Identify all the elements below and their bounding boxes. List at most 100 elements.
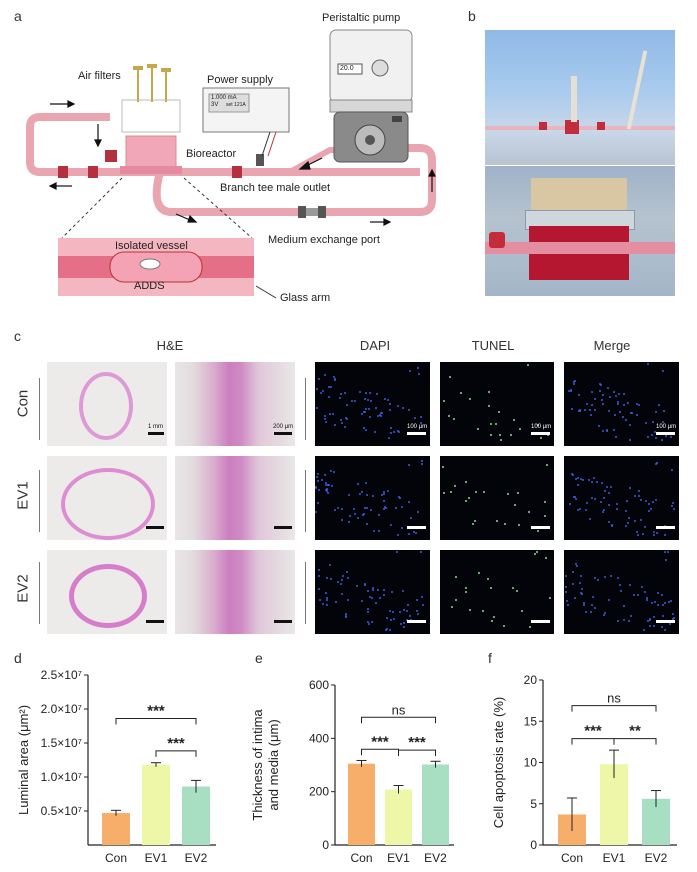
x-tick-label: EV2 — [185, 851, 208, 865]
label-isolated-vessel: Isolated vessel — [115, 240, 188, 252]
x-tick-label: EV2 — [645, 851, 668, 865]
scale-label-1mm: 1 mm — [148, 424, 163, 430]
connector-left — [58, 166, 68, 178]
panel-label-c: c — [14, 328, 21, 344]
bioreactor-base — [120, 166, 182, 174]
significance-bracket — [361, 716, 436, 724]
perfusion-system-diagram — [26, 29, 436, 299]
pump-display — [337, 63, 363, 75]
y-axis-label: Thickness of intima — [250, 709, 265, 821]
y-tick-label: 2.0×10⁷ — [41, 702, 82, 716]
medium-port-right — [318, 206, 326, 218]
y-tick-label: 0.5×10⁷ — [41, 804, 82, 818]
significance-label: ** — [629, 723, 641, 740]
flow-arrows — [48, 100, 436, 226]
bar-ev2 — [182, 786, 210, 845]
y-tick-label: 20 — [524, 673, 538, 687]
row-label-con: Con — [14, 389, 32, 418]
scale-bar — [531, 432, 550, 435]
label-adds: ADDS — [134, 280, 165, 292]
connector-top — [105, 150, 117, 162]
scale-bar — [656, 526, 675, 529]
scale-label-100um-tunel: 100 μm — [531, 424, 552, 430]
scale-bar — [531, 620, 550, 623]
significance-label: *** — [167, 735, 185, 752]
bar-ev1 — [142, 764, 170, 845]
significance-label: ns — [392, 702, 406, 717]
panel-label-a: a — [14, 8, 22, 24]
label-medium-exchange-port: Medium exchange port — [268, 234, 380, 246]
panel-label-d: d — [14, 650, 22, 666]
column-header-he: H&E — [156, 338, 184, 353]
connector-right — [232, 166, 242, 178]
significance-bracket — [398, 749, 436, 757]
y-tick-label: 2.5×10⁷ — [41, 668, 82, 682]
branch-tee-fitting — [256, 154, 264, 166]
x-tick-label: EV1 — [145, 851, 168, 865]
significance-label: *** — [147, 703, 165, 720]
significance-label: *** — [408, 734, 426, 751]
label-bioreactor: Bioreactor — [186, 148, 237, 160]
y-tick-label: 400 — [309, 731, 329, 745]
bar-ev2 — [422, 764, 449, 845]
y-tick-label: 0 — [322, 838, 329, 852]
he-overview-con — [47, 362, 167, 446]
medium-port-left — [298, 206, 306, 218]
y-tick-label: 10 — [524, 756, 538, 770]
scale-bar — [146, 620, 164, 623]
y-tick-label: 15 — [524, 714, 538, 728]
x-tick-label: EV1 — [387, 851, 410, 865]
bar-con — [348, 763, 375, 845]
bioreactor-jar-top — [121, 99, 181, 133]
label-air-filters: Air filters — [78, 70, 121, 82]
scale-label-100um-merge: 100 μm — [656, 424, 677, 430]
left-loop-tube — [26, 113, 420, 176]
significance-label: *** — [584, 723, 602, 740]
y-tick-label: 5 — [530, 797, 537, 811]
y-tick-label: 200 — [309, 785, 329, 799]
label-power-supply: Power supply — [207, 74, 274, 86]
panel-label-e: e — [255, 650, 263, 666]
power-supply-setting: set 121A — [226, 102, 246, 108]
photo-bioreactor-closeup — [485, 166, 675, 296]
y-tick-label: 600 — [309, 678, 329, 692]
y-axis-label: Cell apoptosis rate (%) — [491, 697, 506, 829]
y-axis-label: and media (μm) — [266, 719, 281, 810]
label-glass-arm: Glass arm — [280, 292, 331, 304]
y-axis-label: Luminal area (μm²) — [16, 705, 31, 815]
significance-bracket — [115, 718, 197, 725]
power-supply-voltage: 3V — [211, 102, 219, 108]
significance-bracket — [613, 738, 657, 745]
x-tick-label: EV2 — [424, 851, 447, 865]
label-peristaltic-pump: Peristaltic pump — [322, 12, 401, 24]
scale-label-100um-dapi: 100 μm — [407, 424, 428, 430]
y-tick-label: 1.0×10⁷ — [41, 770, 82, 784]
row-label-ev2: EV2 — [14, 574, 32, 603]
significance-bracket — [155, 750, 197, 757]
chart-luminal-area: 0.5×10⁷1.0×10⁷1.5×10⁷2.0×10⁷2.5×10⁷Lumin… — [16, 668, 216, 865]
significance-bracket — [571, 705, 657, 712]
adds-device — [139, 258, 161, 270]
column-header-merge: Merge — [593, 338, 631, 353]
scale-bar — [531, 526, 550, 529]
medium-port-body — [306, 208, 318, 216]
scale-bar — [146, 526, 164, 529]
scale-label-200um: 200 μm — [273, 424, 294, 430]
column-header-dapi: DAPI — [359, 338, 391, 353]
scale-bar — [407, 432, 426, 435]
connector-mid — [88, 166, 98, 178]
x-tick-label: Con — [350, 851, 372, 865]
scale-bar — [274, 432, 292, 435]
pump-display-value: 20.0 — [340, 65, 354, 72]
lower-loop-tube — [152, 144, 436, 216]
scale-bar — [407, 620, 426, 623]
x-tick-label: EV1 — [603, 851, 626, 865]
bioreactor-medium — [125, 135, 177, 171]
scale-bar — [148, 432, 164, 435]
bar-con — [102, 813, 130, 845]
significance-label: ns — [607, 691, 621, 706]
bar-ev1 — [385, 789, 412, 845]
scale-bar — [656, 620, 675, 623]
